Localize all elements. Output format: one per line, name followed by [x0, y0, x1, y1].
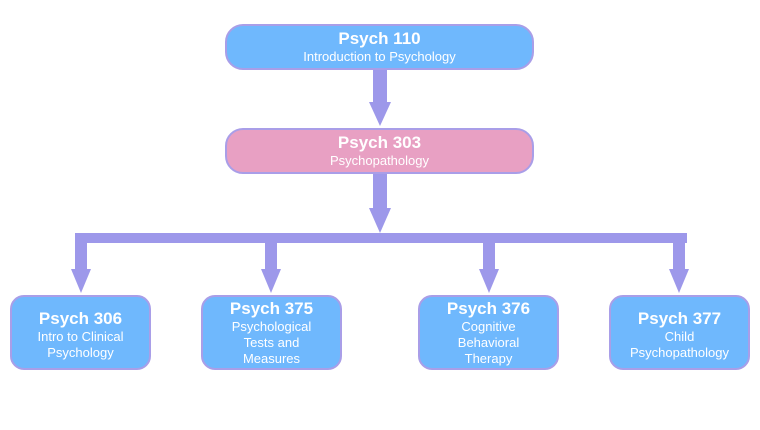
course-code: Psych 375: [229, 299, 314, 318]
course-title: Psychological Tests and Measures: [232, 319, 312, 367]
course-node-psych-375: Psych 375 Psychological Tests and Measur…: [201, 295, 342, 370]
course-code: Psych 110: [338, 29, 421, 48]
course-title: Introduction to Psychology: [303, 49, 456, 64]
course-title-line: Intro to Clinical: [37, 328, 124, 344]
course-code: Psych 376: [446, 299, 531, 318]
connector-drop-306: [75, 233, 87, 271]
course-node-psych-376: Psych 376 Cognitive Behavioral Therapy: [418, 295, 559, 370]
course-title: Cognitive Behavioral Therapy: [458, 319, 519, 367]
course-title-line: Measures: [242, 351, 301, 366]
course-title-line: Cognitive: [461, 319, 516, 334]
course-title-line: Psychology: [47, 344, 114, 360]
connector-110-303-stem: [373, 70, 387, 104]
course-node-psych-377: Psych 377 Child Psychopathology: [609, 295, 750, 370]
connector-arrowhead-375: [261, 269, 281, 293]
course-title-line: Therapy: [464, 351, 513, 366]
course-node-psych-110: Psych 110 Introduction to Psychology: [225, 24, 534, 70]
connector-110-303-arrowhead: [369, 102, 391, 126]
connector-branch-bar: [75, 233, 687, 243]
course-code: Psych 306: [38, 308, 123, 328]
connector-arrowhead-306: [71, 269, 91, 293]
course-title-line: Psychopathology: [629, 344, 729, 360]
connector-drop-376: [483, 233, 495, 271]
course-title: Psychopathology: [329, 153, 429, 168]
connector-drop-377: [673, 233, 685, 271]
course-title-line: Psychological: [231, 319, 312, 334]
connector-303-arrowhead: [369, 208, 391, 233]
course-code: Psych 303: [337, 133, 422, 152]
connector-drop-375: [265, 233, 277, 271]
course-title-line: Behavioral: [457, 335, 520, 350]
course-node-psych-303: Psych 303 Psychopathology: [225, 128, 534, 174]
connector-303-stem: [373, 174, 387, 210]
connector-arrowhead-377: [669, 269, 689, 293]
connector-arrowhead-376: [479, 269, 499, 293]
course-title-line: Tests and: [243, 335, 300, 350]
course-node-psych-306: Psych 306 Intro to Clinical Psychology: [10, 295, 151, 370]
course-title-line: Child: [664, 328, 695, 344]
course-code: Psych 377: [637, 308, 722, 328]
course-title: Child Psychopathology: [630, 329, 729, 361]
course-title: Intro to Clinical Psychology: [38, 329, 124, 361]
